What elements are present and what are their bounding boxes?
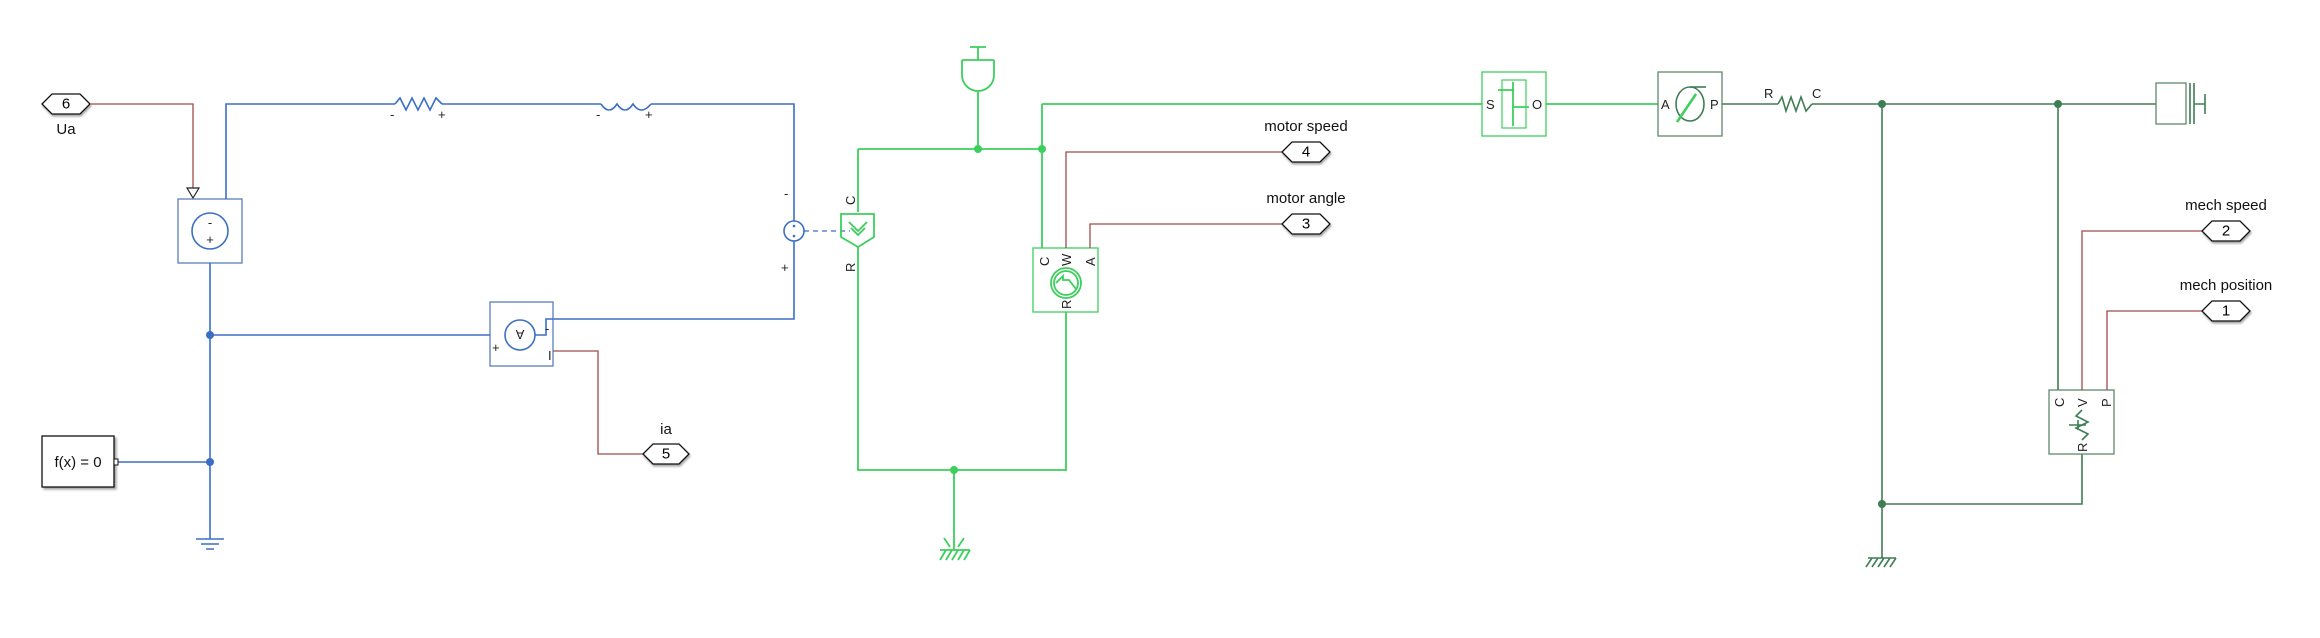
wheel-and-axle[interactable]: A P (1657, 71, 1723, 137)
port-neg: - (390, 107, 394, 122)
sign-pos: + (206, 232, 214, 247)
junction (1878, 100, 1886, 108)
tag-label-ua: Ua (56, 121, 76, 138)
port-c: C (2052, 398, 2067, 407)
mechanical-rotational-reference-icon[interactable] (939, 537, 971, 561)
port-c: C (1812, 86, 1821, 101)
port-neg: - (784, 186, 788, 201)
port-o: O (1532, 97, 1542, 112)
tag-number: 5 (662, 446, 670, 463)
junction (950, 466, 958, 474)
tag-label-ia: ia (660, 421, 672, 438)
port-out: I (548, 348, 552, 363)
port-c: C (1037, 257, 1052, 266)
junction (1878, 500, 1886, 508)
junction (1038, 145, 1046, 153)
mass-icon[interactable] (2155, 82, 2206, 125)
junction (206, 331, 214, 339)
signal-line-mech-speed (2081, 230, 2202, 390)
tag-label-mech-position: mech position (2180, 277, 2273, 294)
solver-configuration-block[interactable]: f(x) = 0 (41, 435, 119, 488)
goto-tag-mech-speed[interactable]: 2 mech speed (2185, 197, 2267, 242)
port-r: R (1059, 300, 1074, 309)
port-a: A (1083, 257, 1098, 266)
port-neg: - (596, 107, 600, 122)
port-pos: + (492, 340, 500, 355)
port-neg: - (545, 321, 549, 336)
inductor[interactable]: - + (596, 102, 653, 122)
junction (206, 458, 214, 466)
current-sensor[interactable]: A + - I (489, 301, 554, 367)
port-pos: + (781, 260, 789, 275)
ideal-rotational-motion-sensor[interactable]: C W A R (1032, 247, 1099, 313)
goto-tag-mech-position[interactable]: 1 mech position (2180, 277, 2273, 322)
tag-number: 1 (2222, 303, 2230, 320)
port-p: P (2099, 398, 2114, 407)
tag-label-motor-angle: motor angle (1266, 190, 1345, 207)
port-r: R (2075, 443, 2090, 452)
signal-line-ua (90, 103, 194, 188)
signal-line-motor-speed (1065, 151, 1282, 248)
electrical-circuit: 6 Ua - + - + - + - + (41, 93, 850, 550)
translational-reference-icon[interactable] (1865, 557, 1897, 568)
signal-line-motor-angle (1089, 223, 1282, 248)
port-r: R (843, 263, 858, 272)
translational-mechanics: A P R C C V P R (1657, 71, 2273, 568)
tag-number: 2 (2222, 223, 2230, 240)
simple-gear[interactable]: S O (1481, 71, 1547, 137)
signal-line-ia (553, 350, 643, 455)
port-w: W (1059, 253, 1074, 266)
port-pos: + (438, 107, 446, 122)
rotational-mechanics: C R C W A R S O 4 motor speed (840, 46, 1658, 561)
port-a: A (1661, 97, 1670, 112)
torque-source[interactable]: C R (840, 196, 875, 272)
goto-tag-ua[interactable]: 6 Ua (41, 93, 91, 138)
wire-translational (1722, 103, 2156, 558)
port-r: R (1764, 86, 1773, 101)
goto-tag-ia[interactable]: 5 ia (642, 421, 690, 465)
rotational-emf[interactable]: - + (781, 186, 850, 275)
tag-label-mech-speed: mech speed (2185, 197, 2267, 214)
port-v: V (2075, 398, 2090, 407)
port-s: S (1486, 97, 1495, 112)
port-pos: + (645, 107, 653, 122)
electrical-ground-icon[interactable] (196, 538, 224, 550)
signal-line-mech-position (2106, 310, 2202, 390)
sign-neg: - (208, 215, 212, 230)
goto-tag-motor-angle[interactable]: 3 motor angle (1266, 190, 1346, 235)
tag-number: 6 (62, 96, 70, 113)
port-p: P (1710, 97, 1719, 112)
input-arrow-icon (185, 187, 201, 200)
controlled-voltage-source[interactable]: - + (177, 198, 243, 264)
ideal-translational-motion-sensor[interactable]: C V P R (2048, 389, 2115, 455)
tag-number: 4 (1302, 144, 1310, 161)
wire-ground-node (118, 263, 490, 539)
junction (2054, 100, 2062, 108)
wire-rotational (857, 103, 1658, 550)
solver-label: f(x) = 0 (54, 454, 101, 471)
wire-armature-loop (225, 103, 795, 320)
translational-spring[interactable]: R C (1764, 86, 1821, 114)
tag-number: 3 (1302, 216, 1310, 233)
port-c: C (843, 196, 858, 205)
resistor[interactable]: - + (390, 96, 446, 122)
junction (974, 145, 982, 153)
tag-label-motor-speed: motor speed (1264, 118, 1347, 135)
svg-text:A: A (515, 327, 524, 342)
inertia-icon[interactable] (961, 46, 995, 149)
goto-tag-motor-speed[interactable]: 4 motor speed (1264, 118, 1348, 163)
